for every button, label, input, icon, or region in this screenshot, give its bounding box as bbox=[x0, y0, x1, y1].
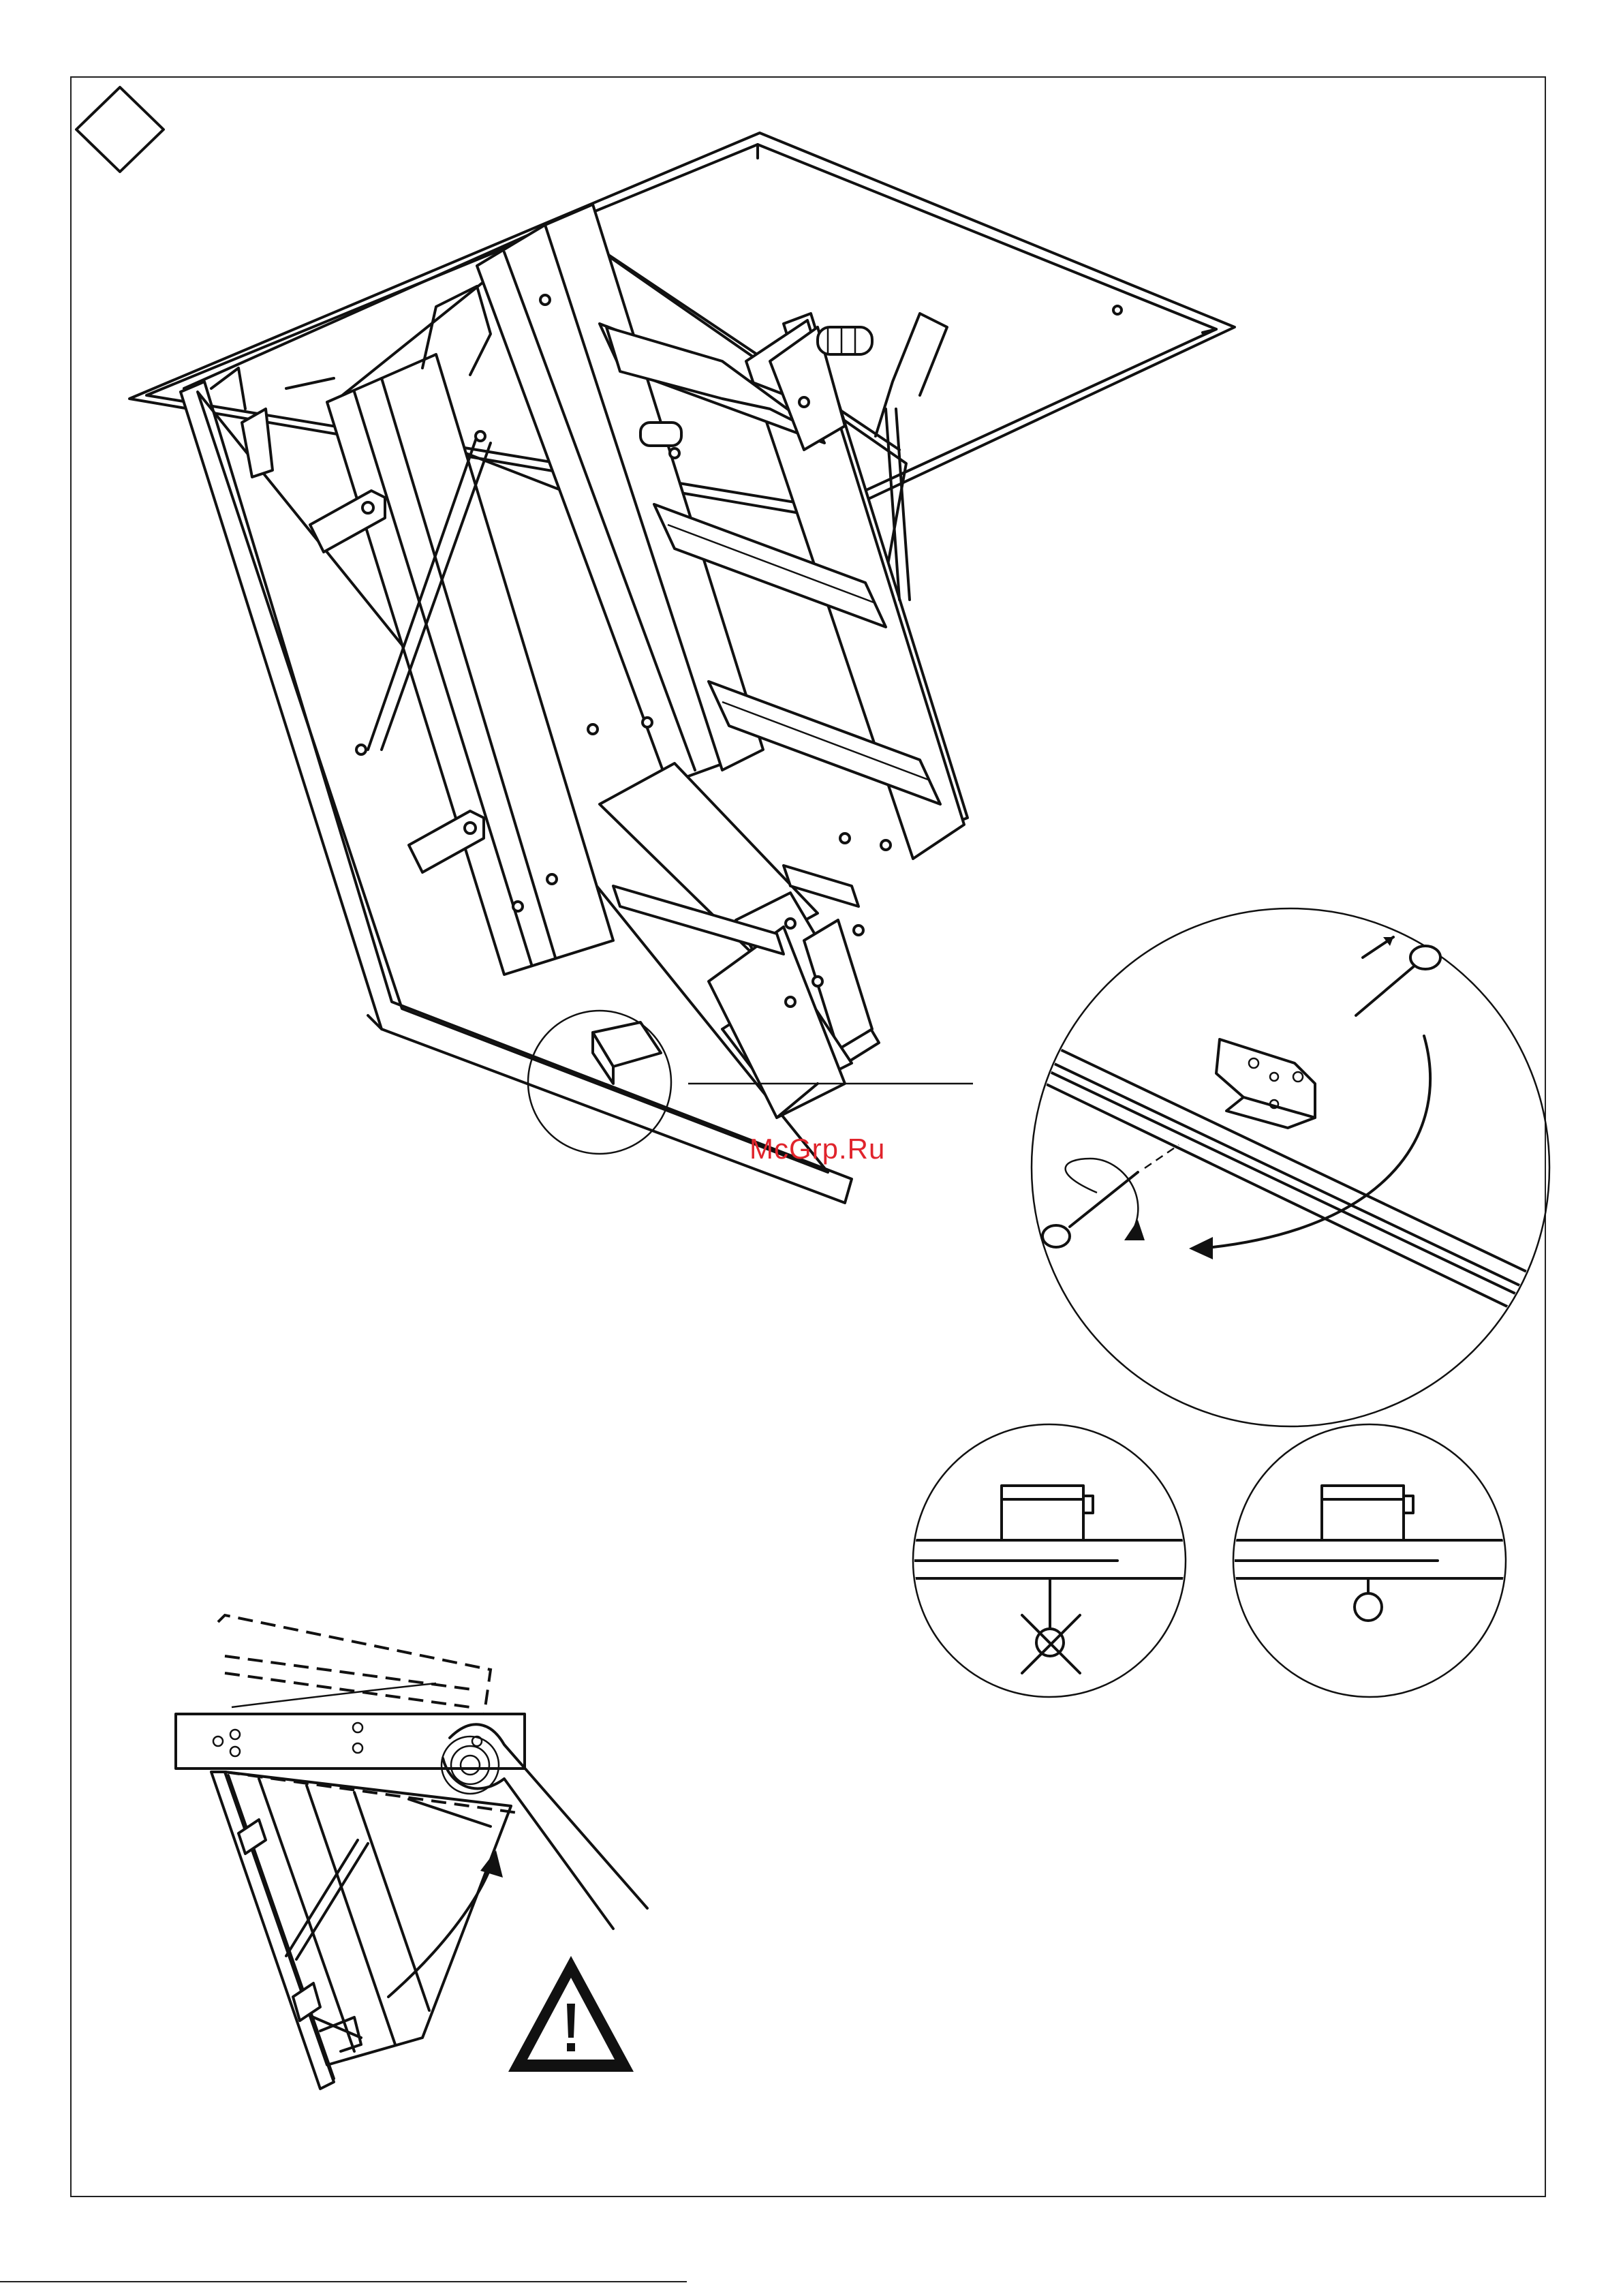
attic-ladder-open-hatch-illustration bbox=[129, 133, 1235, 1203]
rotate-arrow-icon bbox=[1124, 1220, 1145, 1240]
footer-rule bbox=[0, 2281, 687, 2282]
watermark-text: McGrp.Ru bbox=[749, 1133, 885, 1165]
pin-correct-detail bbox=[1226, 1424, 1540, 1697]
warning-triangle-icon bbox=[508, 1956, 634, 2072]
pin-wrong-crossed-detail bbox=[906, 1424, 1220, 1697]
hook-pin-detail-magnifier bbox=[974, 908, 1549, 1426]
diamond-step-marker-icon bbox=[76, 87, 164, 172]
